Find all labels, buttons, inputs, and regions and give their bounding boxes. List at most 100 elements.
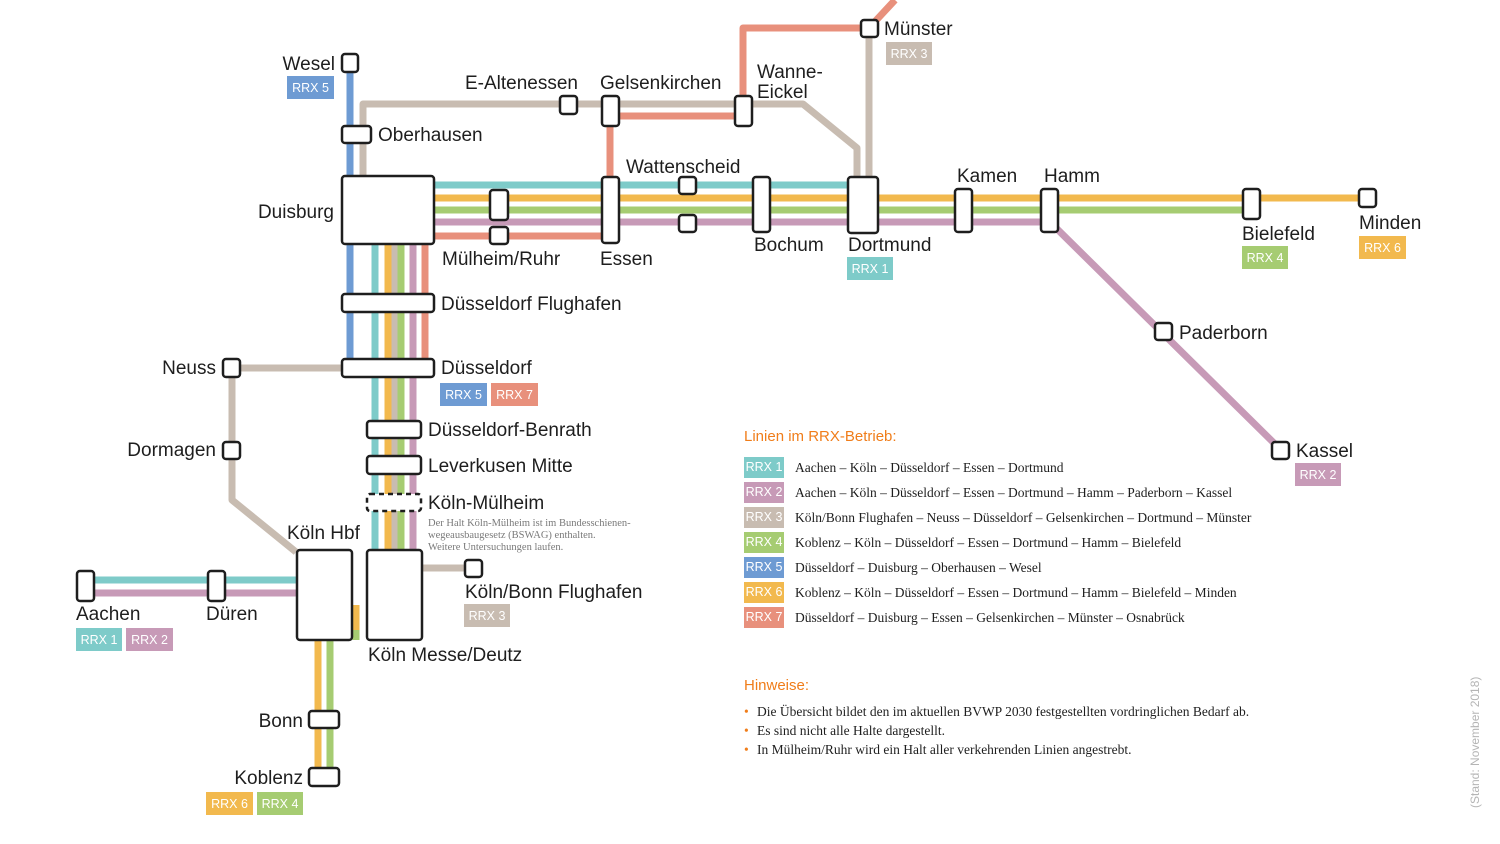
svg-text:RRX 5: RRX 5 [445, 388, 482, 402]
svg-text:RRX 7: RRX 7 [496, 388, 533, 402]
label-wesel: Wesel [283, 54, 335, 75]
station-bielefeld-marker[interactable] [1241, 187, 1262, 221]
label-duesseldorf: Düsseldorf [441, 358, 533, 379]
station-bochum-marker[interactable] [751, 175, 772, 234]
legend-badge: RRX 3 [744, 507, 784, 528]
notes-title: Hinweise: [744, 677, 810, 694]
station-dortmund-marker[interactable] [846, 175, 880, 235]
station-muelheim-marker-1[interactable] [488, 188, 510, 222]
note-item: Es sind nicht alle Halte dargestellt. [744, 723, 1384, 742]
station-minden-marker[interactable] [1357, 187, 1378, 209]
legend-item: RRX 3 Köln/Bonn Flughafen – Neuss – Düsse… [744, 505, 1384, 530]
label-ddf-flughafen: Düsseldorf Flughafen [441, 294, 622, 315]
station-oberhausen-marker[interactable] [340, 124, 373, 145]
station-leverkusen-marker[interactable] [365, 454, 423, 476]
label-koeln-messe: Köln Messe/Deutz [368, 645, 522, 666]
station-duesseldorf-marker[interactable] [340, 357, 436, 379]
legend-item: RRX 6 Koblenz – Köln – Düsseldorf – Essen… [744, 580, 1384, 605]
label-cgn-flughafen: Köln/Bonn Flughafen [465, 582, 642, 603]
notes-section: Hinweise: Die Übersicht bildet den im ak… [744, 677, 1384, 761]
label-koeln-hbf: Köln Hbf [287, 523, 361, 544]
legend-route: Aachen – Köln – Düsseldorf – Essen – Dor… [795, 484, 1233, 500]
station-duisburg-marker[interactable] [340, 174, 436, 246]
badge-minden: RRX 6 [1359, 236, 1406, 259]
station-dormagen-marker[interactable] [221, 440, 242, 461]
station-wanne-eickel-marker[interactable] [733, 94, 754, 128]
station-kamen-marker[interactable] [953, 187, 974, 234]
station-e-altenessen-marker[interactable] [558, 94, 579, 116]
svg-text:RRX 6: RRX 6 [1364, 241, 1401, 255]
label-dormagen: Dormagen [127, 440, 216, 461]
label-duisburg: Duisburg [258, 202, 334, 223]
koeln-muelheim-note: Der Halt Köln-Mülheim ist im Bundesschie… [428, 518, 631, 553]
date-stamp: (Stand: November 2018) [1468, 676, 1482, 808]
badge-muenster: RRX 3 [886, 42, 932, 65]
legend-badge: RRX 4 [744, 532, 784, 553]
badge-bielefeld: RRX 4 [1242, 246, 1288, 269]
station-labels: Wesel E-Altenessen Gelsenkirchen Wanne- … [76, 19, 1421, 789]
label-essen: Essen [600, 249, 653, 270]
label-bielefeld: Bielefeld [1242, 224, 1315, 245]
note-line-1: Der Halt Köln-Mülheim ist im Bundesschie… [428, 518, 631, 529]
badge-koblenz-1: RRX 6 [206, 792, 253, 815]
label-dortmund: Dortmund [848, 235, 931, 256]
svg-text:RRX 2: RRX 2 [1300, 468, 1337, 482]
station-bonn-marker[interactable] [307, 709, 341, 730]
station-essen-marker[interactable] [600, 175, 621, 245]
label-wanne-2: Eickel [757, 82, 808, 103]
legend-route: Düsseldorf – Duisburg – Oberhausen – Wes… [795, 559, 1042, 575]
label-leverkusen: Leverkusen Mitte [428, 456, 573, 477]
legend-route: Koblenz – Köln – Düsseldorf – Essen – Do… [795, 584, 1237, 600]
station-muelheim-marker-2[interactable] [488, 225, 510, 246]
badge-aachen-1: RRX 1 [76, 628, 122, 651]
station-benrath-marker[interactable] [365, 419, 423, 440]
label-bonn: Bonn [259, 711, 303, 732]
station-cgn-flughafen-marker[interactable] [463, 558, 484, 579]
station-koeln-muelheim-marker[interactable] [365, 492, 423, 513]
station-wattenscheid-marker-2[interactable] [677, 213, 698, 234]
svg-text:RRX 2: RRX 2 [131, 633, 168, 647]
badge-kassel: RRX 2 [1295, 463, 1341, 486]
label-dueren: Düren [206, 604, 258, 625]
station-koeln-messe-marker[interactable] [365, 548, 424, 642]
svg-text:RRX 3: RRX 3 [469, 609, 506, 623]
station-koblenz-marker[interactable] [307, 766, 341, 788]
station-muenster-marker[interactable] [859, 18, 880, 39]
station-ddf-flughafen-marker[interactable] [340, 292, 436, 314]
legend-badge: RRX 2 [744, 482, 784, 503]
badge-cgn-flughafen: RRX 3 [464, 604, 510, 627]
line-rrx6 [314, 194, 1368, 777]
station-koeln-hbf-marker[interactable] [295, 548, 354, 642]
legend-route: Koblenz – Köln – Düsseldorf – Essen – Do… [795, 534, 1182, 550]
station-wesel-marker[interactable] [340, 52, 360, 74]
station-paderborn-marker[interactable] [1153, 321, 1174, 342]
station-aachen-marker[interactable] [75, 569, 96, 603]
station-gelsenkirchen-marker[interactable] [600, 94, 621, 128]
station-dueren-marker[interactable] [206, 569, 227, 603]
badge-koblenz-2: RRX 4 [257, 792, 303, 815]
label-koeln-muelheim: Köln-Mülheim [428, 493, 544, 514]
station-neuss-marker[interactable] [221, 357, 242, 379]
badge-dortmund: RRX 1 [847, 257, 893, 280]
label-neuss: Neuss [162, 358, 216, 379]
station-hamm-marker[interactable] [1039, 187, 1060, 234]
label-koblenz: Koblenz [234, 768, 303, 789]
label-e-altenessen: E-Altenessen [465, 73, 578, 94]
svg-text:RRX 3: RRX 3 [891, 47, 928, 61]
legend-route: Köln/Bonn Flughafen – Neuss – Düsseldorf… [795, 509, 1252, 525]
svg-text:RRX 1: RRX 1 [81, 633, 118, 647]
route-lines [86, 0, 1368, 777]
station-kassel-marker[interactable] [1270, 440, 1291, 461]
label-wattenscheid: Wattenscheid [626, 157, 740, 178]
legend-badge: RRX 6 [744, 582, 784, 603]
station-markers [75, 18, 1378, 788]
label-aachen: Aachen [76, 604, 140, 625]
note-item: Die Übersicht bildet den im aktuellen BV… [744, 704, 1384, 723]
legend-title: Linien im RRX-Betrieb: [744, 428, 897, 445]
note-item: In Mülheim/Ruhr wird ein Halt aller verk… [744, 742, 1384, 761]
label-muenster: Münster [884, 19, 953, 40]
station-wattenscheid-marker-1[interactable] [677, 175, 698, 196]
